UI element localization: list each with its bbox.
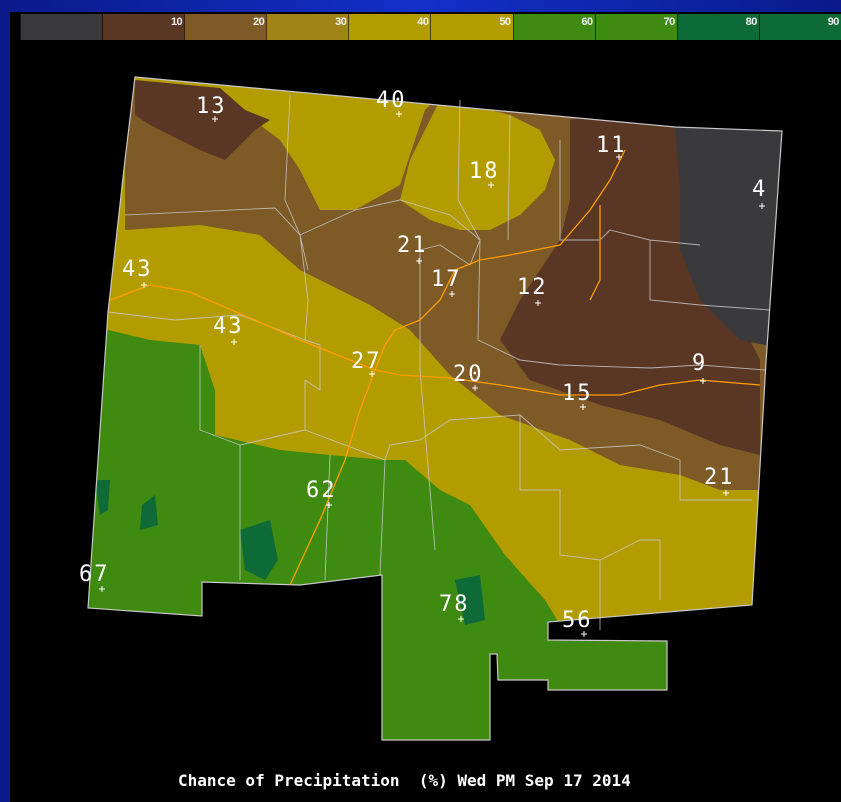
highways — [109, 149, 761, 586]
map-caption: Chance of Precipitation (%) Wed PM Sep 1… — [178, 771, 631, 790]
station-11: 11 — [596, 133, 627, 160]
legend-segment: 20 — [184, 14, 267, 40]
station-marker — [535, 300, 541, 306]
legend-label: 30 — [335, 16, 347, 28]
station-17-value: 17 — [431, 267, 462, 292]
zone-70-80 — [140, 495, 158, 530]
legend-segment: 90 — [758, 14, 841, 40]
station-56: 56 — [562, 608, 593, 637]
zone-0-10 — [675, 125, 782, 350]
station-62-value: 62 — [306, 478, 337, 503]
station-marker — [99, 586, 105, 592]
station-marker — [449, 291, 455, 297]
station-13: 13 — [196, 94, 227, 122]
station-40: 40 — [376, 88, 407, 117]
zone-70-80 — [455, 575, 485, 625]
station-marker — [141, 282, 147, 288]
station-9-value: 9 — [692, 351, 707, 376]
station-21-east: 21 — [704, 465, 735, 496]
station-27-value: 27 — [351, 349, 382, 374]
legend-label: 70 — [663, 16, 676, 28]
station-marker — [212, 116, 218, 122]
station-marker — [416, 258, 422, 264]
county-lines — [107, 94, 771, 630]
probability-zones — [88, 77, 782, 740]
state-border — [87, 76, 783, 741]
station-marker — [369, 371, 375, 377]
station-21-east-value: 21 — [704, 465, 735, 490]
station-values: 13 40 11 18 4 21 43 17 12 43 27 20 9 15 … — [79, 88, 767, 637]
station-4: 4 — [752, 177, 767, 209]
station-40-value: 40 — [376, 88, 407, 113]
station-12-value: 12 — [517, 275, 548, 300]
legend-label: 40 — [417, 16, 429, 28]
legend-segment: 80 — [676, 14, 759, 40]
zone-10-20-northwest — [135, 80, 270, 160]
legend-segment: 50 — [430, 14, 513, 40]
station-67-value: 67 — [79, 562, 110, 587]
station-21-north: 21 — [397, 233, 428, 264]
station-67: 67 — [79, 562, 110, 592]
station-9: 9 — [692, 351, 707, 384]
station-20-value: 20 — [453, 362, 484, 387]
station-43-value: 43 — [213, 314, 244, 339]
station-43-west: 43 — [122, 257, 153, 288]
station-27: 27 — [351, 349, 382, 377]
station-78-value: 78 — [439, 592, 470, 617]
color-legend: 10 20 30 40 50 60 70 80 90 — [20, 14, 841, 40]
station-marker — [326, 502, 332, 508]
legend-label: 50 — [499, 16, 511, 28]
station-18: 18 — [469, 159, 500, 188]
legend-label: 60 — [581, 16, 593, 28]
legend-segment — [20, 14, 103, 40]
legend-segment: 70 — [594, 14, 677, 40]
station-marker — [616, 154, 622, 160]
station-11-value: 11 — [596, 133, 627, 158]
zone-30-40-north — [400, 100, 555, 230]
station-marker — [231, 339, 237, 345]
legend-segment: 60 — [512, 14, 595, 40]
station-21-north-value: 21 — [397, 233, 428, 258]
station-marker — [580, 404, 586, 410]
station-marker — [488, 182, 494, 188]
legend-label: 90 — [827, 16, 840, 28]
legend-segment: 10 — [102, 14, 185, 40]
station-15-value: 15 — [562, 381, 593, 406]
station-78: 78 — [439, 592, 470, 622]
station-17: 17 — [431, 267, 462, 297]
station-56-value: 56 — [562, 608, 593, 633]
station-13-value: 13 — [196, 94, 227, 119]
station-marker — [700, 378, 706, 384]
station-marker — [396, 111, 402, 117]
station-marker — [458, 616, 464, 622]
legend-label: 10 — [170, 16, 183, 28]
zone-70-80 — [240, 520, 278, 580]
station-15: 15 — [562, 381, 593, 410]
station-4-value: 4 — [752, 177, 767, 202]
station-marker — [581, 631, 587, 637]
station-marker — [759, 203, 765, 209]
legend-segment: 30 — [266, 14, 349, 40]
station-marker — [472, 385, 478, 391]
zone-70-80 — [95, 480, 110, 515]
legend-label: 80 — [745, 16, 758, 28]
legend-label: 20 — [253, 16, 265, 28]
legend-segment: 40 — [348, 14, 431, 40]
station-18-value: 18 — [469, 159, 500, 184]
station-43-west-value: 43 — [122, 257, 153, 282]
station-62: 62 — [306, 478, 337, 508]
zone-10-20-east — [500, 110, 760, 455]
station-12: 12 — [517, 275, 548, 306]
station-marker — [723, 490, 729, 496]
station-20: 20 — [453, 362, 484, 391]
station-43: 43 — [213, 314, 244, 345]
